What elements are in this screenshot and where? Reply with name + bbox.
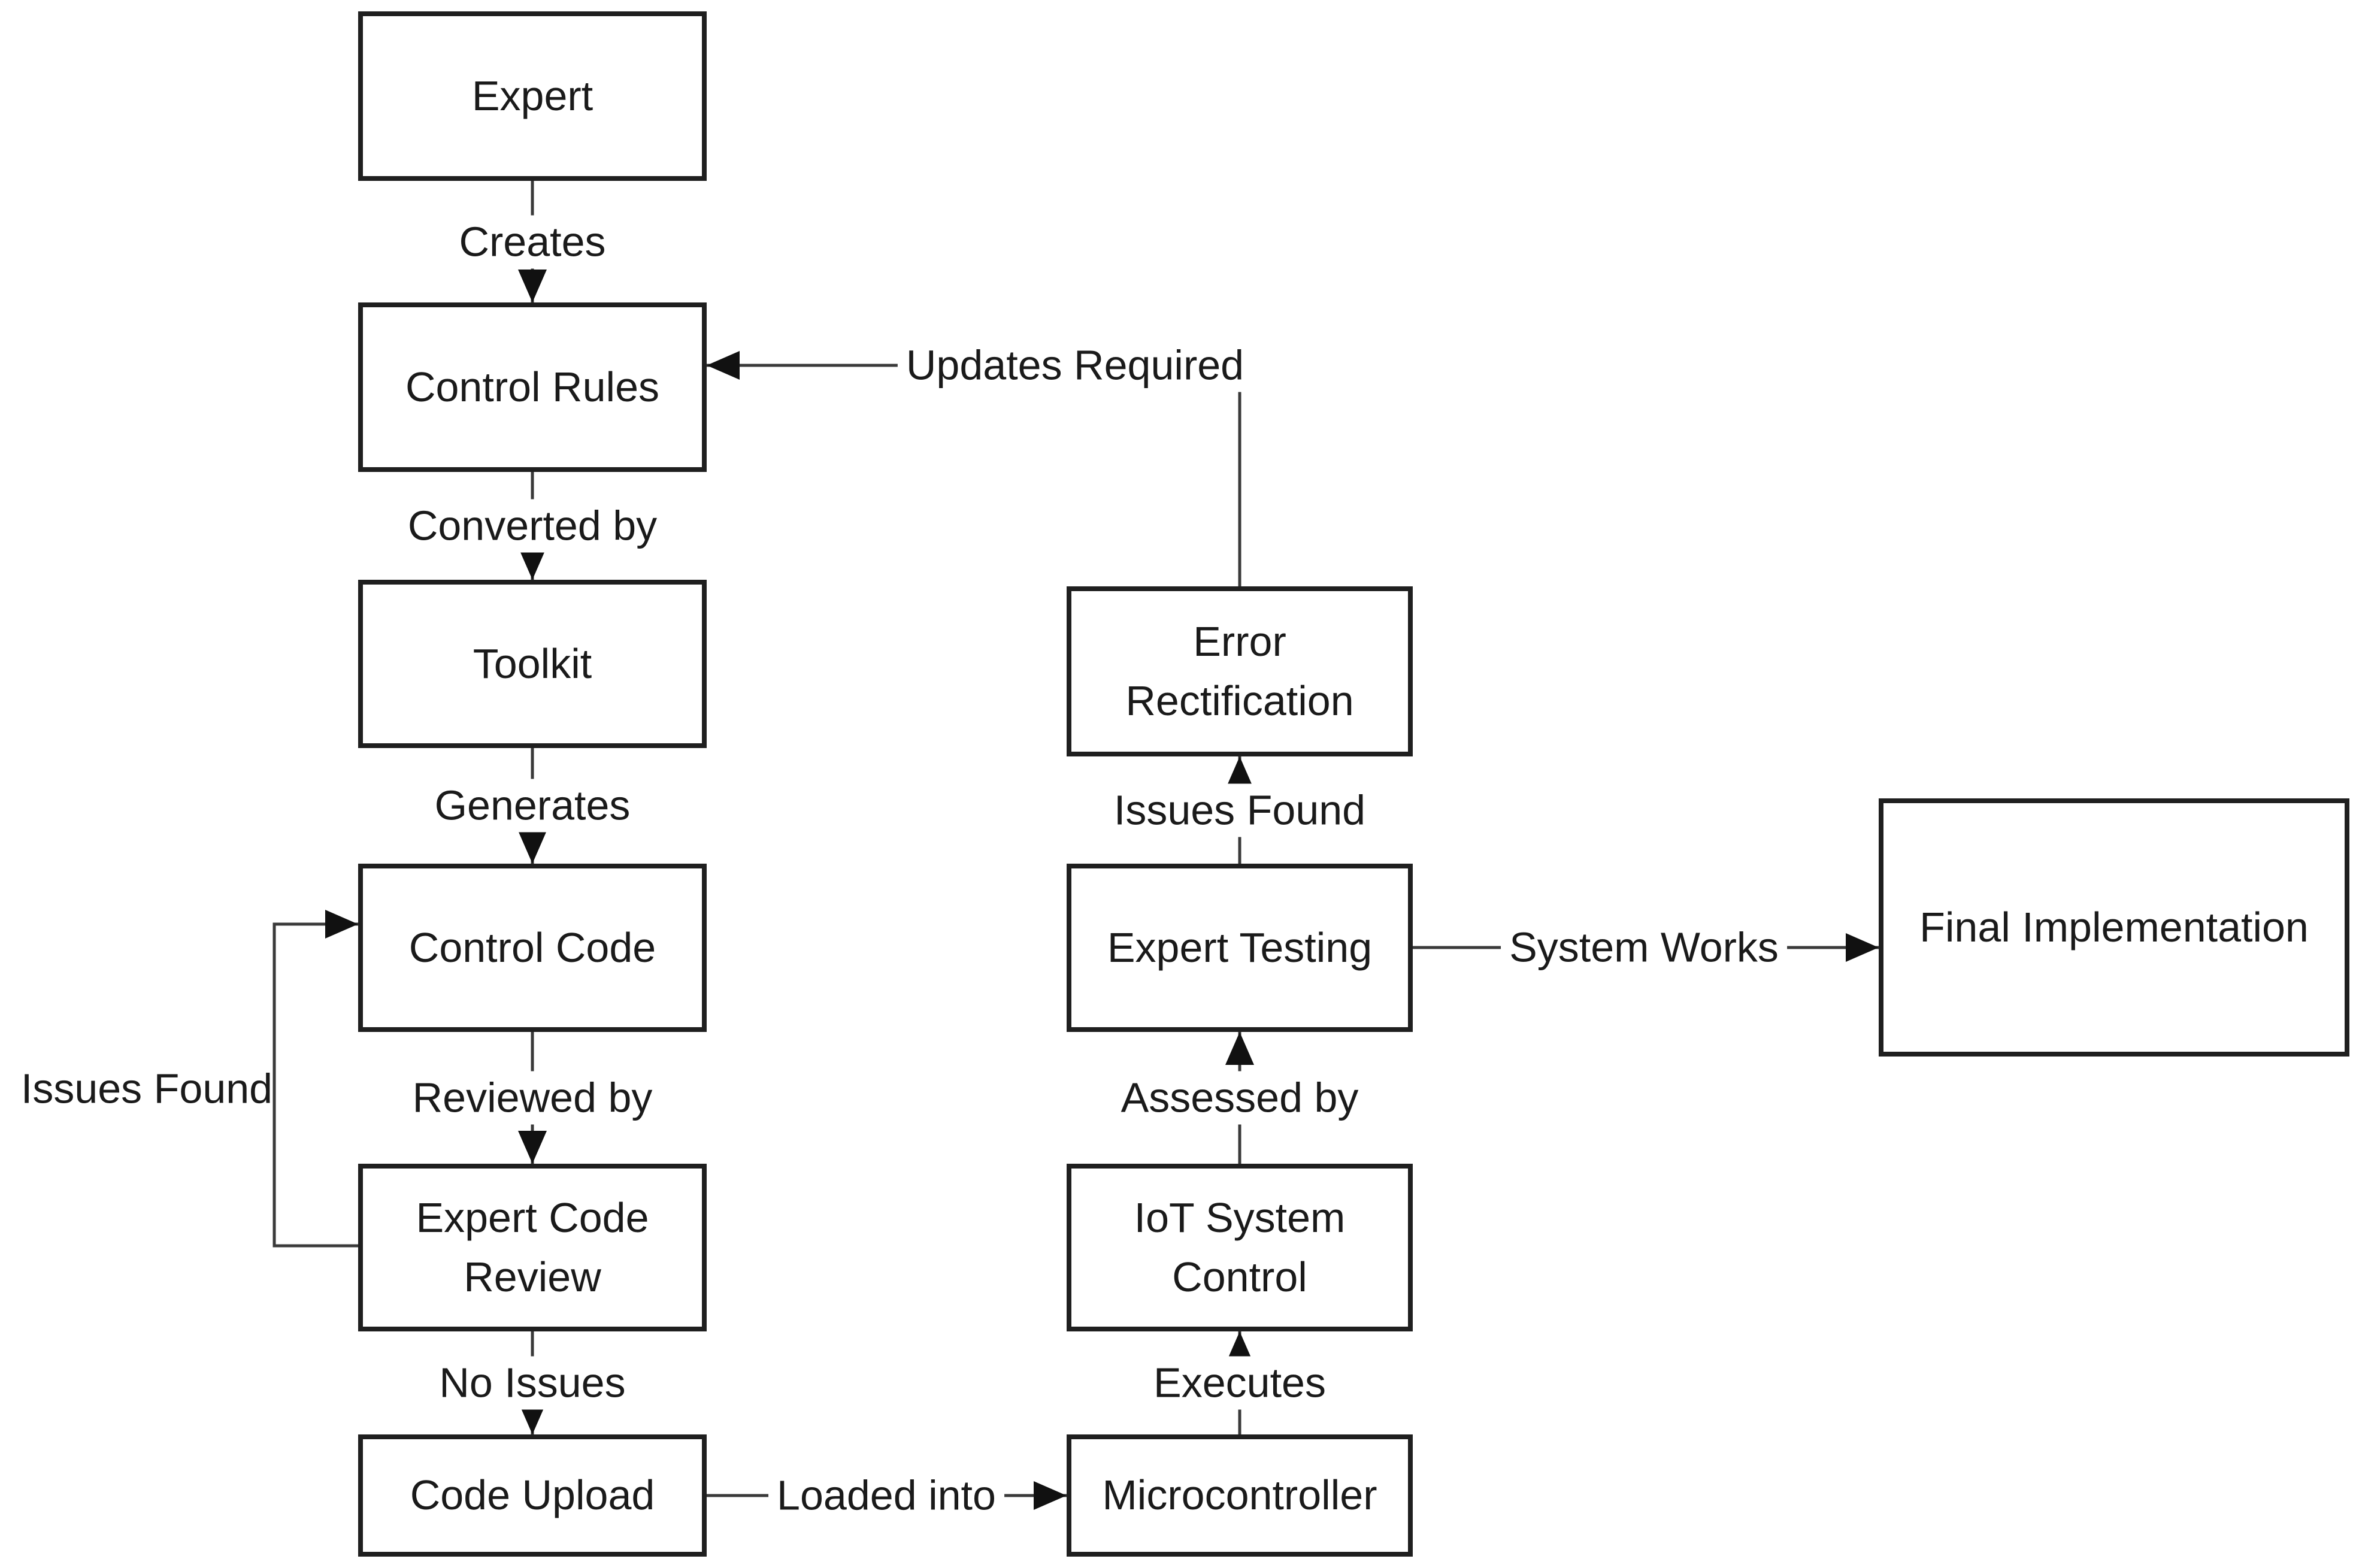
arrowhead-error-rectification-bottom bbox=[1225, 756, 1254, 789]
node-error-rectification: Error Rectification bbox=[1067, 586, 1413, 756]
edge-label-creates: Creates bbox=[450, 215, 614, 269]
edge-label-generates: Generates bbox=[426, 779, 639, 833]
arrowhead-expert-testing-bottom bbox=[1225, 1032, 1254, 1065]
edge-label-loaded-into: Loaded into bbox=[768, 1469, 1004, 1522]
node-iot-system-control-line2: Control bbox=[1172, 1254, 1307, 1300]
node-control-rules-label: Control Rules bbox=[405, 363, 660, 410]
node-microcontroller: Microcontroller bbox=[1067, 1434, 1413, 1557]
edge-label-assessed-by: Assessed by bbox=[1112, 1071, 1367, 1125]
arrowhead-review-top bbox=[518, 1131, 547, 1164]
node-control-code-label: Control Code bbox=[408, 924, 656, 971]
arrowhead-control-rules-right bbox=[707, 351, 740, 380]
edge-label-executes: Executes bbox=[1145, 1356, 1334, 1410]
node-expert: Expert bbox=[358, 11, 707, 181]
node-microcontroller-label: Microcontroller bbox=[1102, 1472, 1377, 1519]
edge-issues-found-loop bbox=[272, 922, 358, 1248]
arrowhead-toolkit-top bbox=[518, 547, 547, 580]
node-expert-testing: Expert Testing bbox=[1067, 864, 1413, 1032]
node-control-code: Control Code bbox=[358, 864, 707, 1032]
node-iot-system-control: IoT System Control bbox=[1067, 1164, 1413, 1331]
edge-label-issues-found-loop: Issues Found bbox=[20, 1065, 273, 1112]
node-error-rectification-line1: Error bbox=[1193, 617, 1286, 665]
node-expert-code-review: Expert Code Review bbox=[358, 1164, 707, 1331]
arrowhead-control-code-top bbox=[518, 831, 547, 864]
arrowhead-control-rules-top bbox=[518, 270, 547, 302]
arrowhead-iot-bottom bbox=[1225, 1331, 1254, 1364]
edge-label-issues-found-testing: Issues Found bbox=[1105, 783, 1374, 837]
node-expert-code-review-line2: Review bbox=[464, 1254, 601, 1300]
node-toolkit: Toolkit bbox=[358, 580, 707, 748]
edge-label-system-works: System Works bbox=[1501, 921, 1787, 974]
edge-label-no-issues: No Issues bbox=[431, 1356, 634, 1410]
edge-label-reviewed-by: Reviewed by bbox=[404, 1071, 661, 1125]
node-control-rules: Control Rules bbox=[358, 302, 707, 472]
node-error-rectification-line2: Rectification bbox=[1125, 677, 1354, 724]
node-expert-label: Expert bbox=[471, 72, 593, 119]
arrowhead-code-upload-top bbox=[518, 1401, 547, 1434]
arrowhead-control-code-left bbox=[325, 910, 358, 939]
edge-updates-required bbox=[707, 364, 1241, 586]
node-iot-system-control-line1: IoT System bbox=[1134, 1194, 1346, 1241]
node-final-implementation: Final Implementation bbox=[1879, 798, 2349, 1057]
arrowhead-final-implementation-left bbox=[1846, 933, 1879, 962]
edge-label-converted-by: Converted by bbox=[399, 499, 666, 553]
node-code-upload: Code Upload bbox=[358, 1434, 707, 1557]
node-expert-code-review-line1: Expert Code bbox=[416, 1194, 649, 1241]
node-expert-testing-label: Expert Testing bbox=[1107, 924, 1373, 971]
node-code-upload-label: Code Upload bbox=[410, 1472, 655, 1519]
node-final-implementation-label: Final Implementation bbox=[1919, 903, 2309, 951]
edge-label-updates-required: Updates Required bbox=[897, 338, 1253, 392]
arrowhead-microcontroller-left bbox=[1034, 1481, 1067, 1510]
node-toolkit-label: Toolkit bbox=[473, 640, 592, 687]
